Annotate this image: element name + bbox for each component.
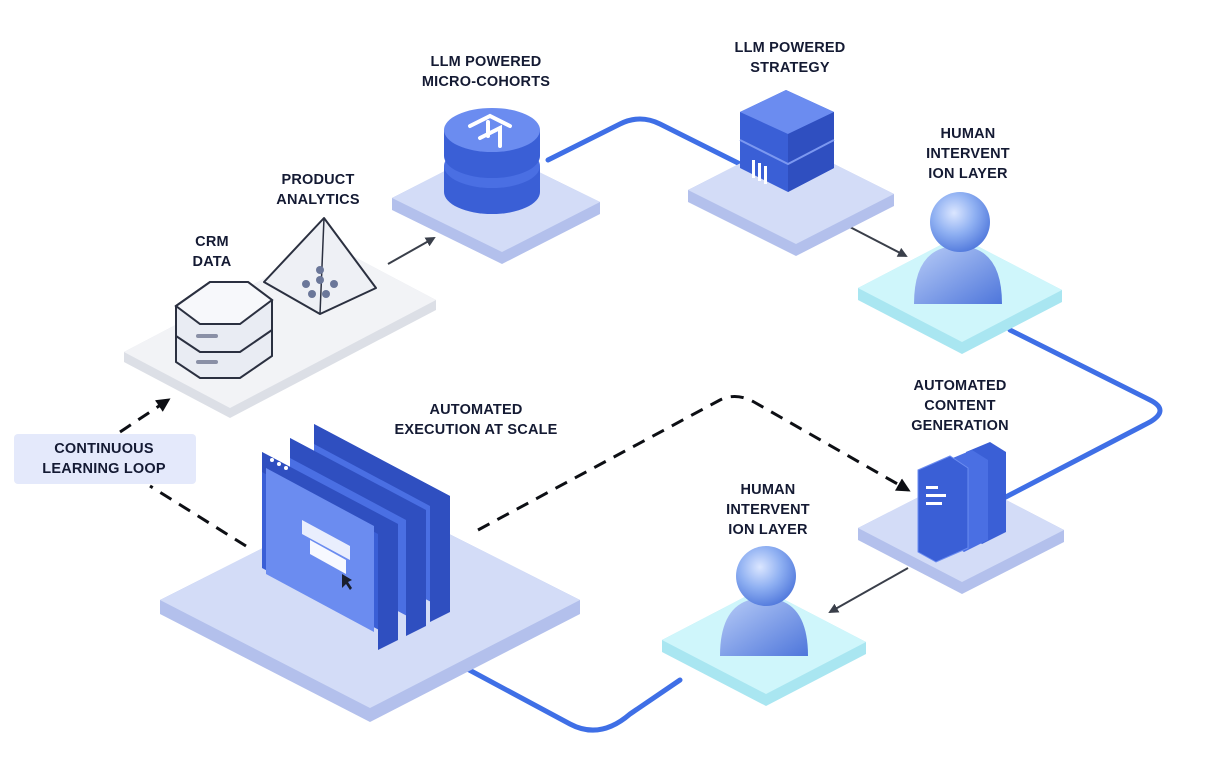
execution-windows-icon <box>262 424 450 650</box>
arrow-content-to-human <box>828 567 909 613</box>
strategy-server-icon <box>739 90 835 192</box>
loop-dashed-arrow-crm <box>119 398 171 434</box>
arrow-analytics-to-cohorts <box>387 237 436 265</box>
loop-dashed-line <box>149 484 247 548</box>
human-bottom-person-icon <box>720 546 808 656</box>
human-top-person-icon <box>914 192 1002 304</box>
arrow-strategy-to-human <box>847 225 908 257</box>
content-documents-icon <box>917 442 1006 563</box>
analytics-pyramid-icon <box>263 217 377 315</box>
loop-dashed-arrow-content <box>477 395 911 532</box>
cohorts-database-icon <box>444 108 540 214</box>
flow-line <box>457 116 1163 733</box>
strategy-platform <box>688 140 894 256</box>
crm-database-icon <box>174 281 274 379</box>
loop-label-box <box>14 434 196 484</box>
